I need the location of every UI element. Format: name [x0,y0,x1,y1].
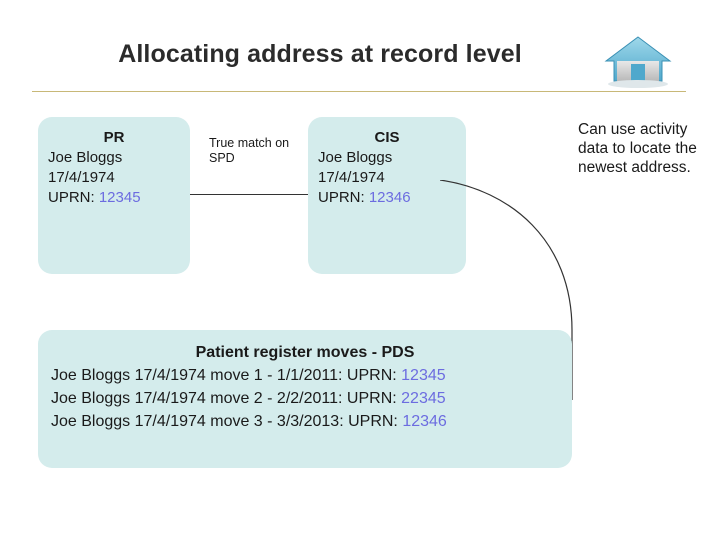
pds-row-uprn: 22345 [401,390,446,407]
pds-register-box: Patient register moves - PDS Joe Bloggs … [38,330,572,468]
title-divider [32,91,686,92]
pds-row-text: Joe Bloggs 17/4/1974 move 3 - 3/3/2013: … [51,413,403,430]
side-note: Can use activity data to locate the newe… [578,121,697,176]
cis-pds-curve-connector [439,179,600,400]
cis-uprn-label: UPRN: [318,189,369,206]
page-title: Allocating address at record level [118,40,522,68]
pds-row-uprn: 12346 [402,413,447,430]
home-icon[interactable] [600,35,678,90]
pr-box-dob: 17/4/1974 [48,169,115,186]
pds-box-heading: Patient register moves - PDS [195,344,415,361]
pds-row-uprn: 12345 [401,367,446,384]
pds-row: Joe Bloggs 17/4/1974 move 3 - 3/3/2013: … [38,413,572,431]
match-label: True match on SPD [209,136,290,165]
pr-cis-connector-line [190,194,308,195]
pds-row: Joe Bloggs 17/4/1974 move 2 - 2/2/2011: … [38,390,572,408]
cis-box-name: Joe Bloggs [318,149,393,166]
cis-box-dob: 17/4/1974 [318,169,385,186]
pr-uprn-value: 12345 [98,189,141,206]
pr-box-uprn: UPRN: 12345 [38,189,190,206]
pds-row-text: Joe Bloggs 17/4/1974 move 2 - 2/2/2011: … [51,390,402,407]
pds-row-text: Joe Bloggs 17/4/1974 move 1 - 1/1/2011: … [51,367,402,384]
pr-box-name: Joe Bloggs [48,149,123,166]
pr-box-heading: PR [103,129,125,146]
cis-box-uprn: UPRN: 12346 [308,189,466,206]
pr-uprn-label: UPRN: [48,189,99,206]
pds-row: Joe Bloggs 17/4/1974 move 1 - 1/1/2011: … [38,367,572,385]
pr-record-box: PR Joe Bloggs 17/4/1974 UPRN: 12345 [38,117,190,274]
cis-box-heading: CIS [374,129,400,146]
cis-uprn-value: 12346 [368,189,411,206]
cis-record-box: CIS Joe Bloggs 17/4/1974 UPRN: 12346 [308,117,466,274]
